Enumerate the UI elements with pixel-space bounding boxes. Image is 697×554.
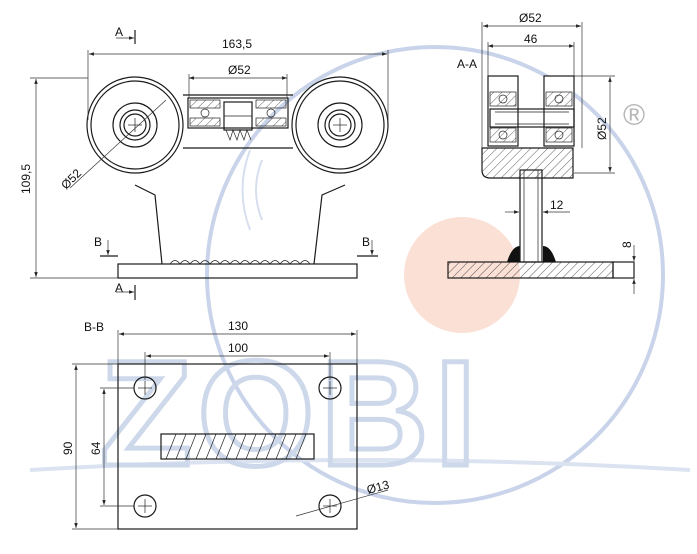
front-body-left: [134, 184, 163, 265]
plate-hole: [133, 494, 157, 518]
dim-plate-hole-vertical: 64: [89, 441, 103, 455]
section-a-label-top: A: [115, 25, 123, 39]
section-weld-left: [507, 246, 520, 262]
dim-front-bearing: Ø52: [228, 63, 251, 77]
plate-weld-beads: [165, 433, 307, 460]
front-base-plate: [117, 263, 358, 279]
watermark-text: ZOBI: [100, 329, 482, 497]
plate-weld-block: [160, 433, 315, 460]
front-body-right: [313, 184, 346, 265]
dim-section-outer: Ø52: [519, 11, 542, 25]
front-weld: [169, 260, 311, 265]
plate-outline: [117, 363, 358, 530]
dim-plate-width: 130: [228, 319, 248, 333]
plate-view-title: B-B: [84, 320, 104, 334]
right-wheel: [291, 76, 389, 174]
watermark-ring: [205, 45, 665, 505]
dim-front-wheel: Ø52: [58, 166, 84, 192]
dim-section-plate: 8: [620, 241, 634, 248]
dim-section-side: Ø52: [595, 117, 609, 140]
plate-hole: [318, 494, 342, 518]
dim-section-stem: 12: [550, 198, 564, 212]
dim-plate-hole-spacing: 100: [228, 341, 248, 355]
dim-plate-height: 90: [61, 441, 75, 455]
section-a-label-bottom: A: [115, 281, 123, 295]
section-base-plate: [447, 261, 614, 279]
section-view-title: A-A: [457, 57, 477, 71]
left-wheel: [86, 76, 184, 174]
center-bearing: [187, 97, 289, 142]
section-axle: [489, 108, 575, 128]
section-b-label-left: B: [94, 235, 102, 249]
section-b-label-right: B: [362, 235, 370, 249]
registered-mark: ®: [623, 99, 645, 132]
front-view: A A B B 163,5 Ø52 109,5 Ø52: [19, 25, 389, 300]
dim-plate-hole: Ø13: [365, 477, 391, 496]
section-stem: [519, 169, 543, 263]
dim-front-width: 163,5: [222, 37, 252, 51]
dim-front-height: 109,5: [19, 164, 33, 194]
section-weld-right: [543, 246, 556, 262]
section-housing: [481, 147, 574, 179]
section-view: A-A Ø52 46: [447, 11, 636, 294]
section-plate-edge: [612, 261, 635, 279]
plate-view: B-B 130 100 90: [61, 319, 391, 530]
dim-section-inner: 46: [524, 32, 538, 46]
